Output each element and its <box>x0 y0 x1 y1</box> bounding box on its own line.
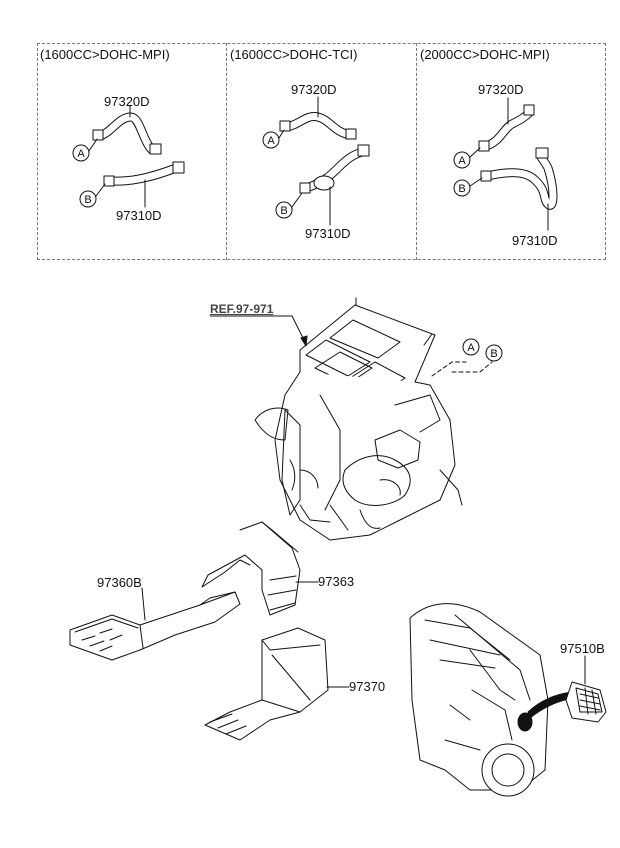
variant-panel <box>37 43 606 260</box>
variant-2-callout-a: A <box>267 135 275 147</box>
vent-grille <box>565 655 607 723</box>
variant-1-callout-b-circle <box>79 190 97 208</box>
heater-unit <box>254 297 463 541</box>
main-callout-b: B <box>490 348 497 360</box>
rear-duct-left <box>69 587 241 661</box>
variant-divider-2 <box>416 43 417 260</box>
variant-1-lower-hose-label: 97310D <box>116 208 162 223</box>
variant-2-upper-hose <box>279 96 357 140</box>
variant-1-lower-hose <box>103 161 185 208</box>
variant-2-lower-hose <box>299 144 370 226</box>
variant-3-callout-b: B <box>458 183 465 195</box>
variant-header-2: (1600CC>DOHC-TCI) <box>230 47 358 62</box>
duct-connector <box>201 521 319 616</box>
part-97370-label: 97370 <box>349 679 386 694</box>
variant-3-callout-a-circle <box>453 151 471 169</box>
variant-1-callout-a: A <box>77 148 85 160</box>
variant-2-upper-hose-label: 97320D <box>291 82 337 97</box>
variant-3-callout-a: A <box>458 155 466 167</box>
variant-2-callout-b: B <box>280 205 287 217</box>
variant-1-callout-b: B <box>84 194 91 206</box>
variant-divider-1 <box>226 43 227 260</box>
rear-duct-right <box>204 627 350 741</box>
variant-2-callout-b-circle <box>275 201 293 219</box>
variant-3-upper-hose-label: 97320D <box>478 82 524 97</box>
variant-3-lower-hose-label: 97310D <box>512 233 558 248</box>
variant-header-1: (1600CC>DOHC-MPI) <box>40 47 170 62</box>
main-callout-b-circle <box>485 344 503 362</box>
part-97510b-label: 97510B <box>560 641 605 656</box>
variant-1-upper-hose-label: 97320D <box>104 94 150 109</box>
variant-1-callout-a-circle <box>72 144 90 162</box>
variant-2-callout-a-circle <box>262 131 280 149</box>
variant-3-callout-b-circle <box>453 179 471 197</box>
variant-3-upper-hose <box>478 97 535 152</box>
part-97363-label: 97363 <box>318 574 355 589</box>
variant-header-3: (2000CC>DOHC-MPI) <box>420 47 550 62</box>
vehicle-rear <box>409 603 576 797</box>
variant-3-lower-hose <box>480 147 558 231</box>
main-callout-a-circle <box>462 338 480 356</box>
main-callout-a: A <box>467 342 475 354</box>
part-97360b-label: 97360B <box>97 575 142 590</box>
ref-label: REF.97-971 <box>210 302 274 316</box>
variant-2-lower-hose-label: 97310D <box>305 226 351 241</box>
variant-1-upper-hose <box>92 105 162 155</box>
